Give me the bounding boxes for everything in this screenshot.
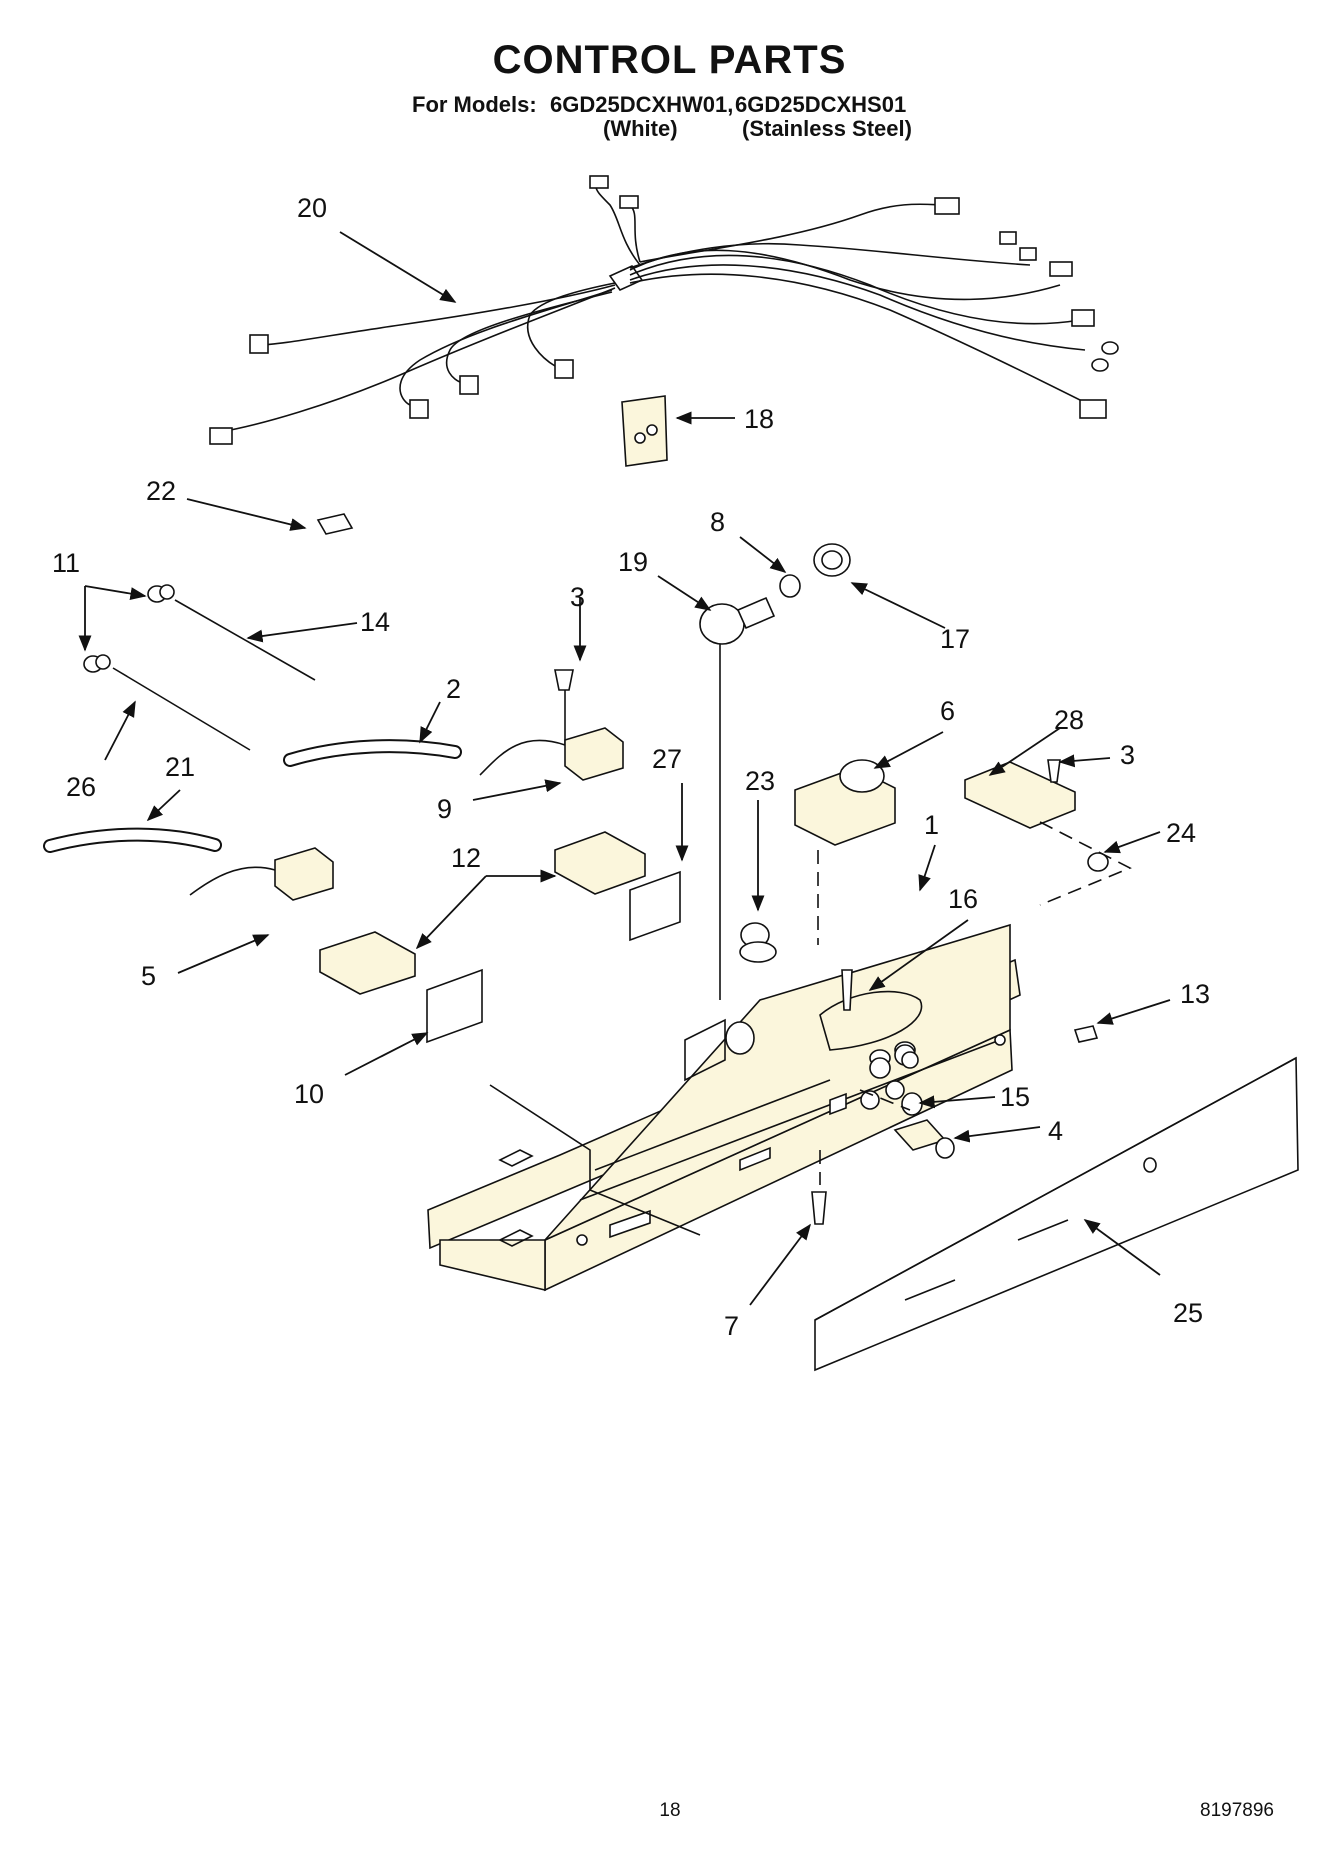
screw-7	[811, 1150, 827, 1225]
screw-16	[841, 969, 853, 1011]
model-number-white: 6GD25DCXHW01,	[550, 92, 734, 117]
variant-white: (White)	[603, 116, 678, 141]
spacer-24	[1039, 821, 1132, 906]
callout-4: 4	[1048, 1116, 1063, 1146]
bracket-12-lower	[319, 931, 416, 995]
callout-27: 27	[652, 744, 682, 774]
plug-23	[739, 922, 777, 963]
trim-strip-25	[814, 1056, 1299, 1372]
callout-5: 5	[141, 961, 156, 991]
callout-18: 18	[744, 404, 774, 434]
callout-12: 12	[451, 843, 481, 873]
callout-3-right: 3	[1120, 740, 1135, 770]
callout-9: 9	[437, 794, 452, 824]
callout-7: 7	[724, 1311, 739, 1341]
knob-4	[893, 1119, 955, 1159]
callout-10: 10	[294, 1079, 324, 1109]
label-10	[426, 968, 483, 1044]
callout-21: 21	[165, 752, 195, 782]
callout-8: 8	[710, 507, 725, 537]
callout-26: 26	[66, 772, 96, 802]
callout-20: 20	[297, 193, 327, 223]
bracket-12-upper	[554, 831, 646, 895]
bracket-18	[621, 395, 668, 467]
leader-lines	[78, 231, 1171, 1306]
screw-13	[1073, 1025, 1099, 1043]
callout-2: 2	[446, 674, 461, 704]
callout-15: 15	[1000, 1082, 1030, 1112]
model-number-stainless: 6GD25DCXHS01	[735, 92, 907, 117]
switch-5	[189, 847, 334, 901]
tube-2	[283, 739, 462, 767]
timer-6	[794, 759, 896, 945]
rod-14	[174, 599, 316, 681]
tube-21	[43, 827, 222, 853]
grommets-11	[83, 584, 175, 673]
label-27	[629, 870, 681, 942]
variant-stainless: (Stainless Steel)	[742, 116, 912, 141]
wire-harness	[209, 175, 1119, 445]
callout-3-left: 3	[570, 582, 585, 612]
callout-14: 14	[360, 607, 390, 637]
callout-24: 24	[1166, 818, 1196, 848]
callout-23: 23	[745, 766, 775, 796]
control-housing	[427, 923, 1021, 1292]
callout-17: 17	[940, 624, 970, 654]
callout-13: 13	[1180, 979, 1210, 1009]
callout-25: 25	[1173, 1298, 1203, 1328]
page-title: CONTROL PARTS	[492, 38, 847, 82]
clip-22	[316, 513, 354, 535]
callout-11: 11	[52, 548, 80, 578]
callout-19: 19	[618, 547, 648, 577]
callout-22: 22	[146, 476, 176, 506]
board-28	[964, 759, 1076, 829]
document-number: 8197896	[1200, 1800, 1274, 1821]
callout-1: 1	[924, 810, 939, 840]
callout-28: 28	[1054, 705, 1084, 735]
rod-26	[112, 667, 251, 751]
models-prefix: For Models:	[412, 92, 537, 117]
switch-9	[479, 669, 624, 781]
knob-15	[859, 1089, 923, 1116]
callout-16: 16	[948, 884, 978, 914]
socket-8	[779, 574, 801, 598]
callout-6: 6	[940, 696, 955, 726]
bulb-19	[699, 596, 776, 1000]
page-number: 18	[659, 1800, 681, 1821]
socket-17	[813, 543, 851, 577]
callout-labels: 20 18 22 8 19 17 11 14 3 2 26 21 9 27 6 …	[52, 193, 1210, 1341]
